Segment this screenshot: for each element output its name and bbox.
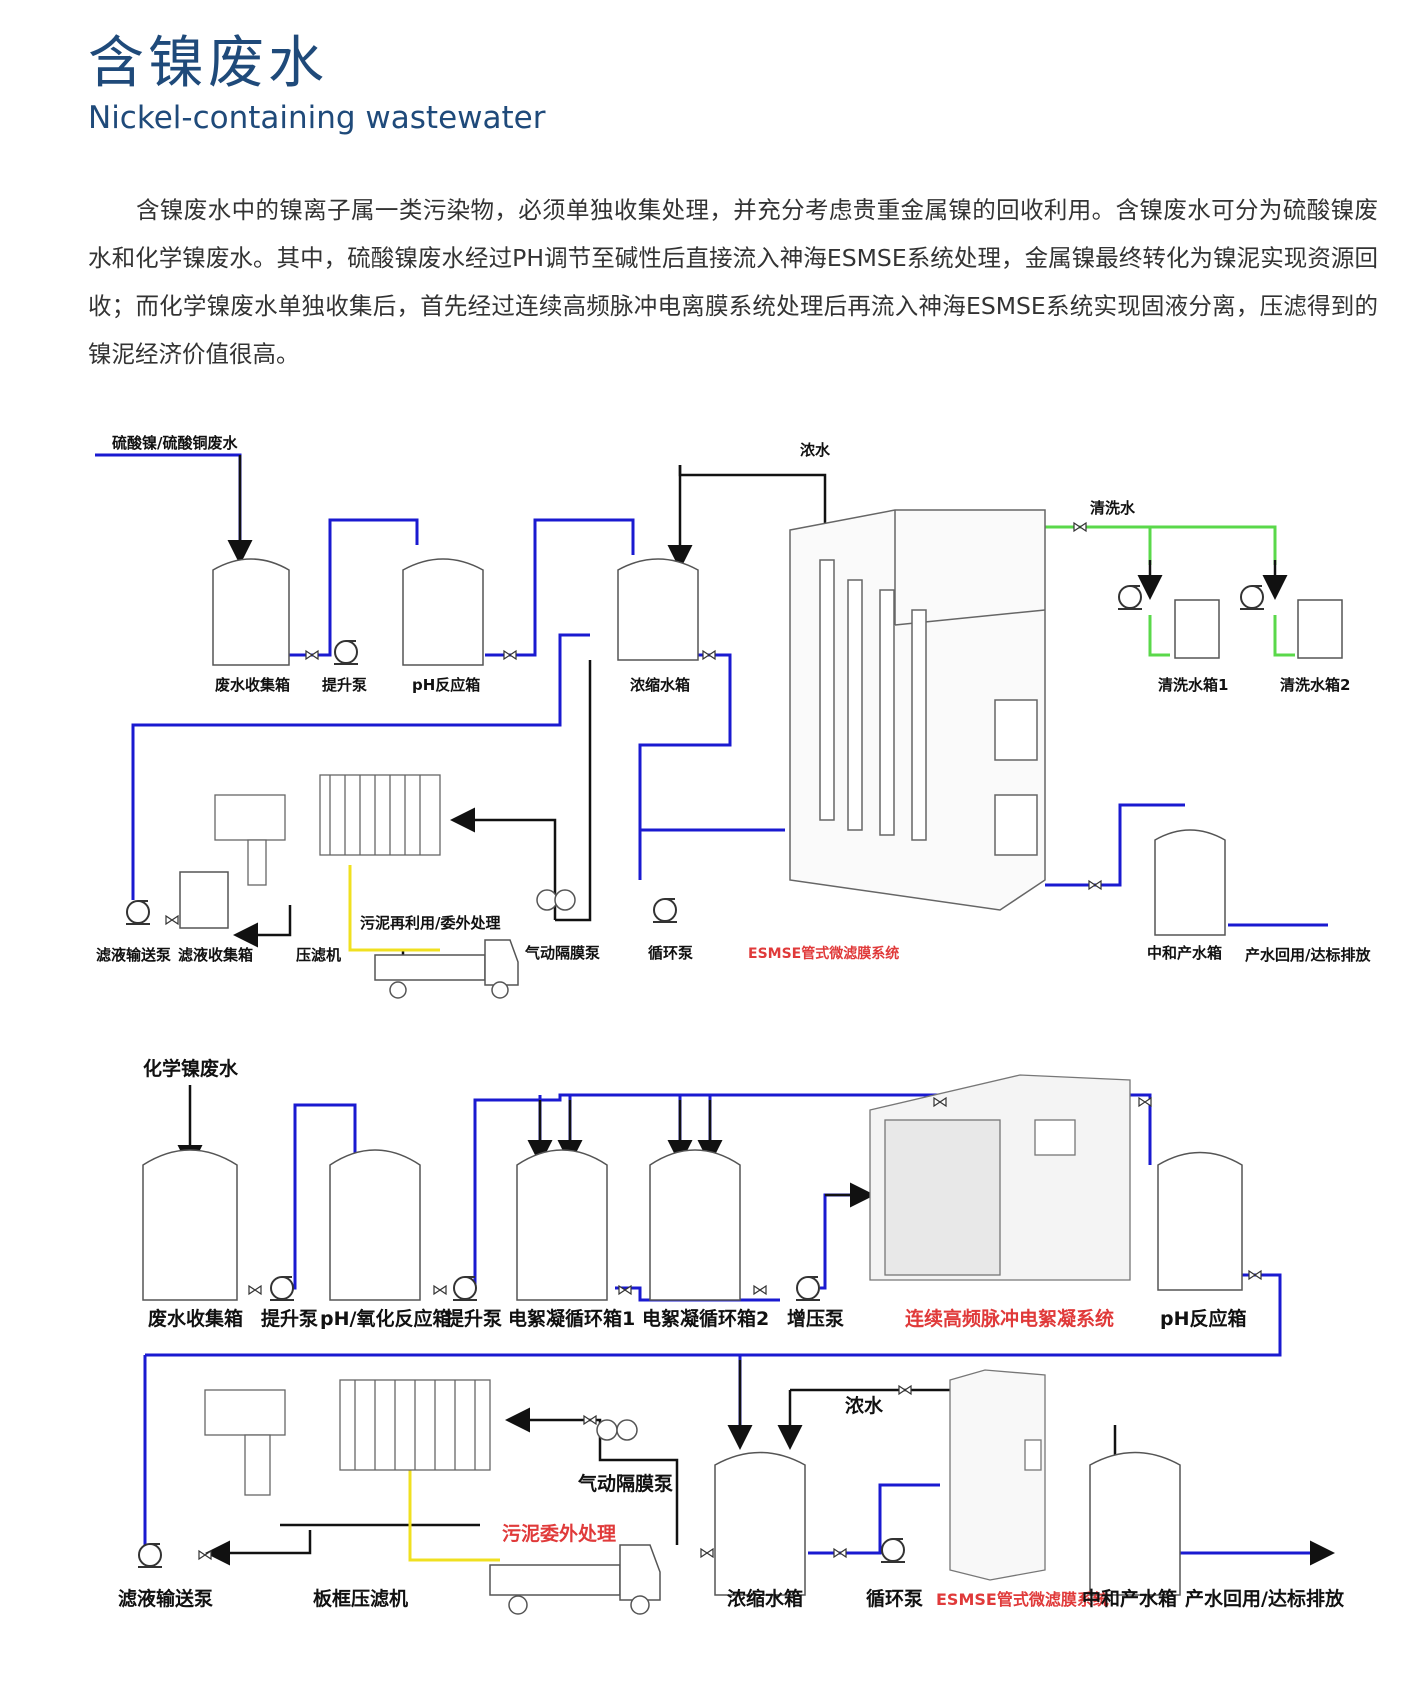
tank2-ph <box>1157 1151 1243 1291</box>
filter-press-2 <box>204 1379 491 1496</box>
filtrate-pump-1 <box>125 900 151 925</box>
label2-tank-conc: 浓缩水箱 <box>727 1587 803 1610</box>
label2-pump-lift1: 提升泵 <box>261 1307 318 1330</box>
diagram-1: 硫酸镍/硫酸铜废水 浓水 清洗水 废水收集箱 提升泵 pH反应箱 浓缩水箱 清洗… <box>95 434 1371 999</box>
label2-pump-diaphragm: 气动隔膜泵 <box>577 1472 673 1495</box>
label-outlet: 产水回用/达标排放 <box>1245 946 1371 964</box>
label2-inlet: 化学镍废水 <box>143 1057 239 1080</box>
tank-concentrate <box>617 558 699 661</box>
label2-pump-filtrate: 滤液输送泵 <box>118 1587 213 1610</box>
tank-ph-reaction <box>402 558 484 666</box>
filtrate-pump-2 <box>137 1543 163 1568</box>
label2-tank-waste: 废水收集箱 <box>148 1307 243 1330</box>
circulation-pump-1 <box>652 898 678 923</box>
label-tank-rinse2: 清洗水箱2 <box>1280 676 1350 694</box>
tank-filtrate <box>179 871 229 929</box>
tank-neutral <box>1154 829 1226 936</box>
boost-pump <box>795 1276 821 1301</box>
label-sludge: 污泥再利用/委外处理 <box>360 914 500 932</box>
diaphragm-pump-2 <box>596 1419 638 1441</box>
label-esmse: ESMSE管式微滤膜系统 <box>748 945 899 962</box>
tank-rinse-1 <box>1174 599 1220 659</box>
label2-pump-lift2: 提升泵 <box>445 1307 502 1330</box>
label2-outlet: 产水回用/达标排放 <box>1185 1587 1345 1610</box>
label-tank-rinse1: 清洗水箱1 <box>1158 676 1228 694</box>
label-filter-press: 压滤机 <box>296 946 341 964</box>
page-title: 含镍废水 <box>88 31 328 96</box>
filter-press-1 <box>214 774 441 886</box>
intro-paragraph: 含镍废水中的镍离子属一类污染物，必须单独收集处理，并充分考虑贵重金属镍的回收利用… <box>88 196 1378 368</box>
label2-ec-system: 连续高频脉冲电絮凝系统 <box>905 1307 1114 1330</box>
tank2-conc <box>714 1451 806 1596</box>
tank2-ec2 <box>649 1149 741 1301</box>
label-tank-waste: 废水收集箱 <box>215 676 290 694</box>
tank-waste-collection <box>212 558 290 666</box>
label-inlet: 硫酸镍/硫酸铜废水 <box>112 434 238 452</box>
label2-pump-circ: 循环泵 <box>866 1587 923 1610</box>
tank2-waste <box>142 1149 238 1301</box>
label2-tank-neutral: 中和产水箱 <box>1082 1587 1177 1610</box>
label-tank-conc: 浓缩水箱 <box>630 676 690 694</box>
tank2-ec1 <box>516 1149 608 1301</box>
label2-sludge: 污泥委外处理 <box>502 1522 616 1545</box>
lift-pump-2a <box>269 1276 295 1301</box>
label2-esmse: ESMSE管式微滤膜系统 <box>936 1590 1109 1609</box>
label2-pump-boost: 增压泵 <box>787 1307 844 1330</box>
label-tank-ph: pH反应箱 <box>412 676 480 694</box>
rinse-pump-1 <box>1117 585 1143 610</box>
circulation-pump-2 <box>880 1538 906 1563</box>
sludge-truck-2 <box>489 1544 661 1615</box>
label-pump-circ: 循环泵 <box>648 944 693 962</box>
label-concentrate: 浓水 <box>800 441 831 459</box>
tank-rinse-2 <box>1297 599 1343 659</box>
tank2-neutral <box>1089 1451 1181 1596</box>
esmse-cabinet <box>789 509 1046 911</box>
label2-tank-ph-ox: pH/氧化反应箱 <box>320 1307 451 1330</box>
label-tank-filtrate: 滤液收集箱 <box>178 946 253 964</box>
diagram-2: 化学镍废水 废水收集箱 提升泵 pH/氧化反应箱 提升泵 电絮凝循环箱1 电絮凝… <box>118 1057 1345 1615</box>
page-subtitle: Nickel-containing wastewater <box>88 100 546 136</box>
ec-system <box>869 1074 1131 1281</box>
label2-tank-ec2: 电絮凝循环箱2 <box>642 1307 769 1330</box>
label-pump-diaphragm: 气动隔膜泵 <box>524 944 600 962</box>
lift-pump-1 <box>333 640 359 665</box>
sludge-truck-1 <box>374 939 519 999</box>
diaphragm-pump-1 <box>536 889 576 911</box>
label-pump-filtrate: 滤液输送泵 <box>96 946 171 964</box>
label-tank-neutral: 中和产水箱 <box>1147 944 1222 962</box>
label-rinse-water: 清洗水 <box>1090 499 1136 517</box>
esmse-small <box>949 1369 1046 1581</box>
label-pump-lift: 提升泵 <box>322 676 367 694</box>
label2-tank-ec1: 电絮凝循环箱1 <box>508 1307 635 1330</box>
rinse-pump-2 <box>1239 585 1265 610</box>
label2-concentrate: 浓水 <box>845 1395 884 1417</box>
tank2-ph-ox <box>329 1149 421 1301</box>
label2-filter-press: 板框压滤机 <box>313 1587 408 1610</box>
label2-tank-ph: pH反应箱 <box>1160 1307 1247 1330</box>
lift-pump-2b <box>452 1276 478 1301</box>
